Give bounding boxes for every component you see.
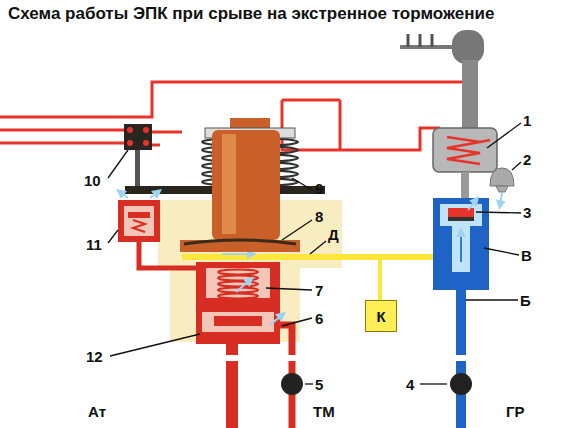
callout-label: 6 [315, 310, 323, 327]
valve-5 [281, 373, 303, 395]
callout-label: 7 [315, 282, 323, 299]
diagram-title: Схема работы ЭПК при срыве на экстренное… [8, 4, 494, 24]
reservoir-box: К [365, 300, 397, 332]
callout-label: Д [328, 226, 339, 243]
callout-label: 2 [523, 151, 531, 168]
callout-label: 5 [315, 376, 323, 393]
valve-body-red [196, 262, 282, 344]
valve-4 [450, 373, 472, 395]
valve-3 [448, 208, 474, 217]
callout-label: 1 [523, 112, 531, 129]
pipe-d [182, 254, 433, 260]
callout-label: 9 [315, 180, 323, 197]
callout-label: ГР [506, 403, 525, 420]
callout-label: В [521, 247, 532, 264]
switch-10 [124, 124, 152, 186]
box-label: К [376, 308, 385, 325]
armature-rod [461, 172, 469, 198]
plug-connector [400, 30, 484, 130]
callout-label: 11 [86, 236, 102, 253]
callout-label: Б [520, 292, 531, 309]
callout-label: 8 [315, 208, 323, 225]
callout-label: 10 [84, 172, 101, 189]
piston [212, 130, 280, 240]
leader-lines [108, 123, 521, 384]
callout-label: 4 [406, 376, 414, 393]
solenoid-coil [433, 128, 497, 172]
valve-11 [118, 192, 160, 242]
callout-label: Ат [88, 403, 106, 420]
callout-label: ТМ [313, 403, 335, 420]
diaphragm-8 [184, 240, 296, 244]
callout-label: 3 [523, 204, 531, 221]
callout-label: 12 [86, 348, 103, 365]
